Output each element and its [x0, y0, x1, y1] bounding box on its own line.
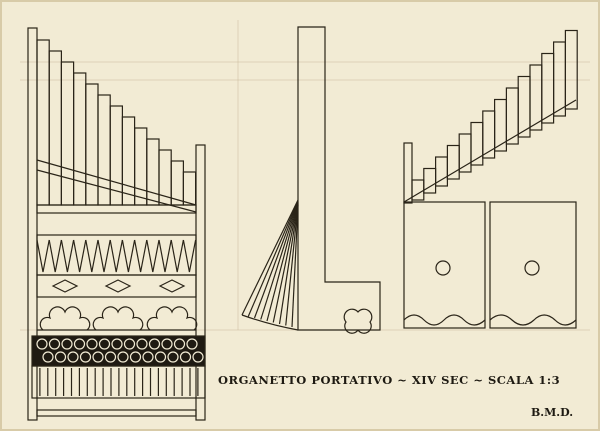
rear-wave-trim — [403, 314, 577, 326]
rear-diagonal — [403, 99, 577, 203]
bellows-fold — [260, 201, 299, 320]
pipe-foot — [60, 239, 75, 273]
key-hole — [167, 351, 179, 363]
bellows-fold — [266, 202, 299, 322]
key-hole — [79, 351, 92, 363]
construction-lines — [20, 20, 590, 331]
trefoil-ornament — [92, 306, 144, 331]
key-hole — [92, 351, 104, 363]
front-view — [27, 27, 206, 421]
rear-view — [403, 29, 578, 329]
rear-pipe — [446, 144, 460, 180]
pipe — [48, 50, 63, 206]
key-hole — [111, 338, 123, 350]
bellows-fold — [272, 203, 299, 323]
diamond-ornament — [51, 279, 79, 293]
pipe — [85, 83, 99, 206]
key-hole — [42, 351, 54, 363]
wind-chest — [36, 274, 197, 298]
rear-pipe — [411, 179, 425, 201]
rear-post — [403, 142, 413, 204]
key-hole — [129, 351, 142, 363]
diagonal-brace — [36, 159, 197, 206]
pipe-foot — [109, 239, 123, 273]
bellows-fold — [253, 201, 299, 319]
pipe-foot — [134, 239, 148, 273]
key-hole — [36, 338, 48, 350]
key-hole — [154, 351, 167, 363]
pipe-foot — [182, 239, 197, 273]
side-view — [241, 26, 381, 334]
rear-pipe — [541, 52, 555, 124]
key-hole — [161, 338, 173, 350]
bellows-edge — [241, 314, 299, 331]
key-hole — [142, 351, 154, 363]
key-hole — [179, 351, 192, 363]
left-post — [27, 27, 38, 421]
keys — [31, 365, 206, 399]
rear-knob — [524, 260, 540, 276]
key-hole — [186, 338, 198, 350]
rear-pipe — [552, 41, 566, 117]
drawing-title: ORGANETTO PORTATIVO ~ XIV SEC ~ SCALA 1:… — [218, 373, 561, 387]
key-hole — [61, 338, 73, 350]
pipe-foot — [158, 239, 172, 273]
bellows-fold — [285, 204, 299, 326]
key-hole — [136, 338, 148, 350]
side-body — [297, 26, 381, 331]
pipe — [36, 39, 50, 206]
diamond-ornament — [158, 279, 186, 293]
rear-pipe — [529, 64, 543, 131]
rear-box-left — [403, 201, 486, 329]
pipe — [72, 72, 87, 206]
key-hole — [54, 351, 67, 363]
rear-pipe — [494, 98, 508, 152]
key-hole — [98, 338, 111, 350]
key-hole — [104, 351, 117, 363]
diamond-ornament — [104, 279, 132, 293]
pipe-foot — [121, 239, 136, 273]
rear-pipe — [564, 29, 578, 110]
pipe-foot — [146, 239, 160, 273]
pipe — [60, 61, 75, 206]
pipe-foot — [73, 239, 87, 273]
rear-knob — [435, 260, 451, 276]
key-hole — [148, 338, 161, 350]
bellows-fold — [291, 204, 299, 328]
pipe-foot — [97, 239, 111, 273]
pipe — [134, 127, 148, 206]
bellows-fold — [241, 199, 299, 316]
key-hole — [123, 338, 136, 350]
key-hole — [86, 338, 98, 350]
rear-pipe — [482, 110, 496, 159]
pipe-rail — [36, 204, 197, 214]
side-ornament — [343, 308, 373, 334]
trefoil-ornament — [39, 306, 91, 331]
pipe-foot — [48, 239, 62, 273]
key-hole — [67, 351, 79, 363]
key-hole — [117, 351, 129, 363]
pipe-foot — [36, 239, 50, 273]
pipe-foot — [170, 239, 184, 273]
signature: B.M.D. — [531, 406, 574, 419]
key-hole — [192, 351, 204, 363]
pipe — [182, 171, 197, 206]
bottom-rail — [36, 409, 197, 417]
key-hole — [48, 338, 61, 350]
bellows-fold — [247, 200, 299, 317]
pipe — [121, 116, 136, 206]
bellows-fold — [278, 203, 299, 325]
pipe — [146, 138, 160, 206]
key-hole — [173, 338, 186, 350]
key-hole — [73, 338, 86, 350]
trefoil-ornament — [146, 306, 198, 331]
pipe-foot — [85, 239, 99, 273]
rear-box-right — [489, 201, 577, 329]
